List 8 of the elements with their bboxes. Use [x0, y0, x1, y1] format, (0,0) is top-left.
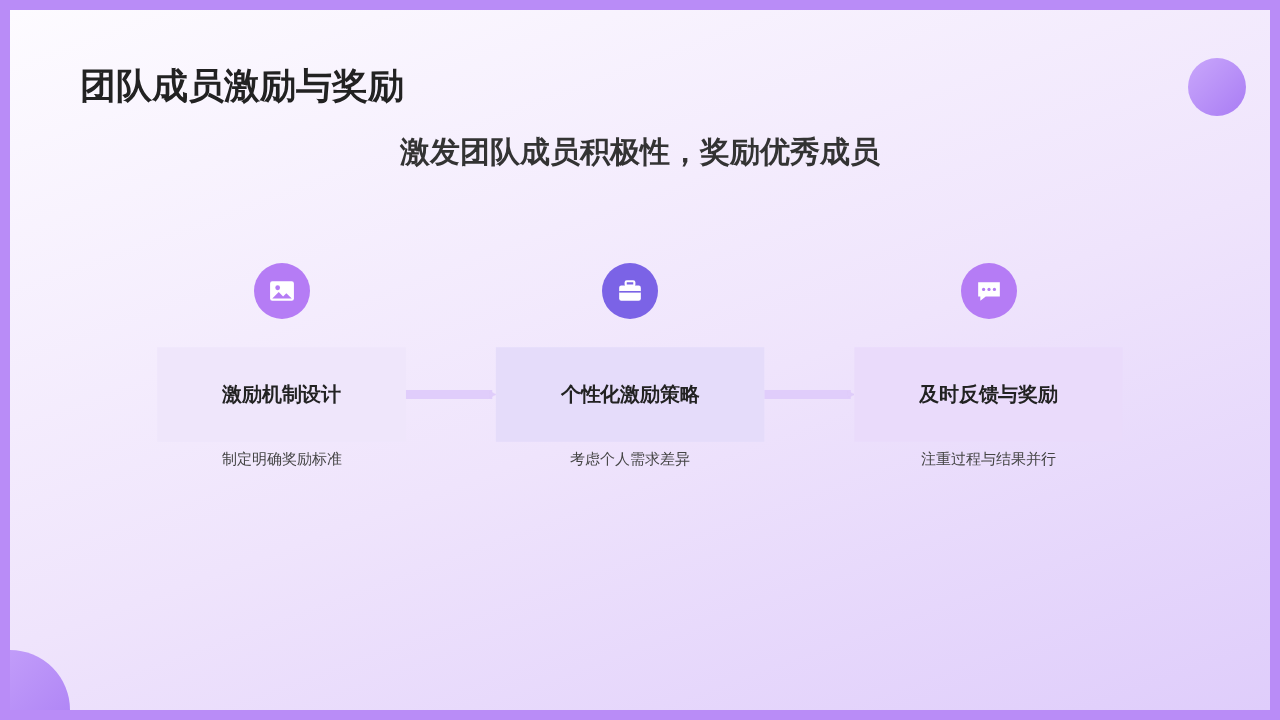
node-box: 个性化激励策略 [495, 347, 765, 442]
arrow [764, 390, 855, 399]
title: 团队成员激励与奖励 [80, 64, 404, 108]
node-caption: 注重过程与结果并行 [921, 449, 1057, 469]
node-caption: 制定明确奖励标准 [221, 449, 342, 469]
subtitle: 激发团队成员积极性，奖励优秀成员 [399, 133, 881, 171]
node-caption: 考虑个人需求差异 [570, 449, 691, 469]
arrow [405, 390, 497, 399]
